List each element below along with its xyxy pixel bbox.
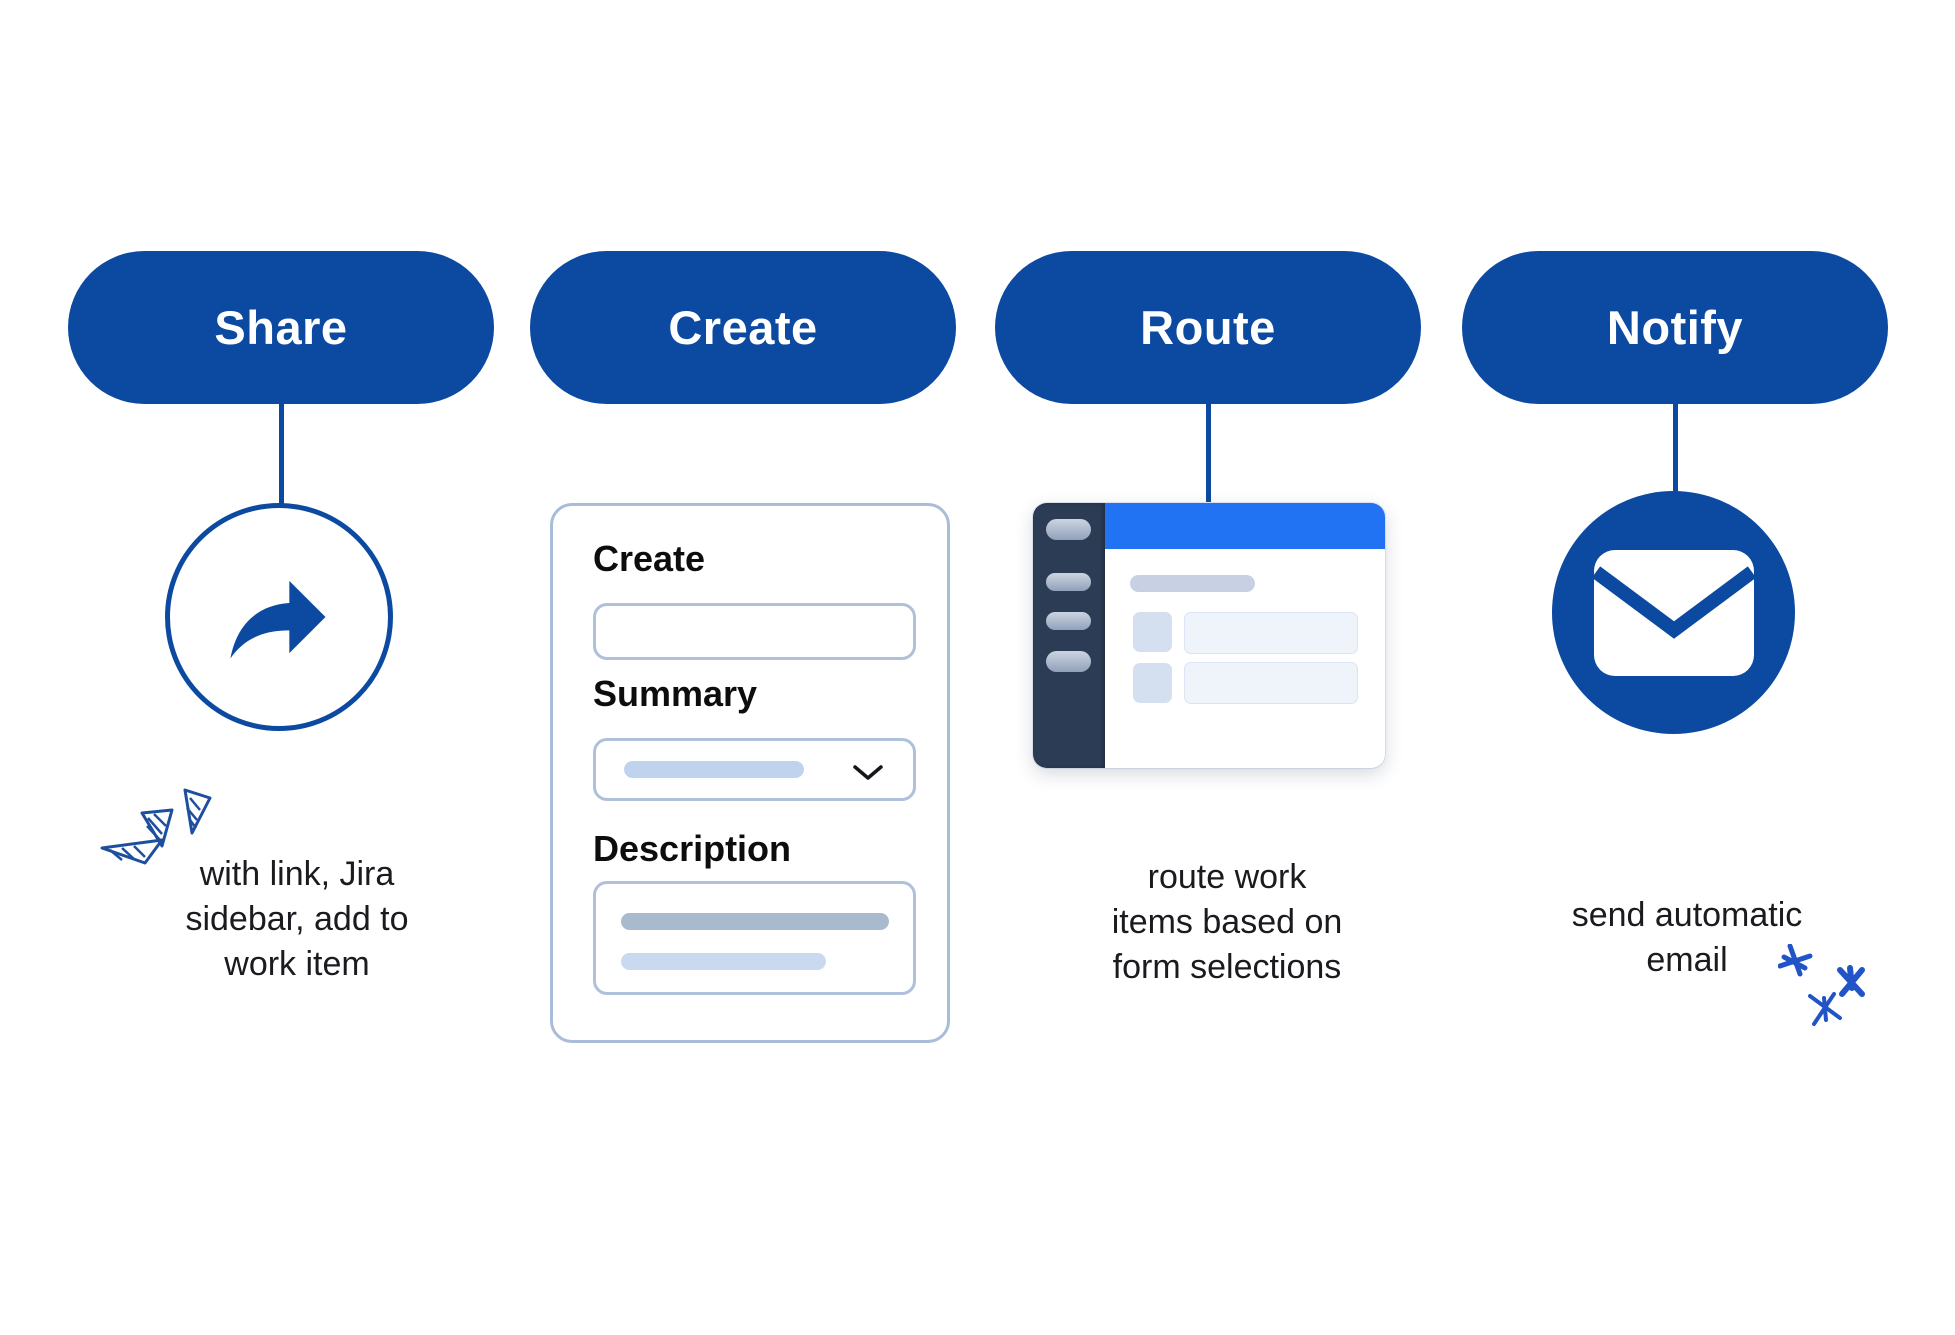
step-pill-route: Route	[995, 251, 1421, 404]
share-forward-icon	[230, 580, 326, 659]
window-field-row	[1185, 663, 1357, 703]
step-label-create: Create	[668, 301, 818, 354]
window-sidebar	[1033, 503, 1105, 768]
notify-circle-badge	[1552, 491, 1795, 734]
share-circle-badge	[165, 503, 393, 731]
caption-line: with link, Jira	[199, 855, 395, 893]
burst-triangles-doodle	[100, 788, 212, 865]
create-form-mockup: Create Summary Description	[550, 503, 950, 1043]
form-description-label: Description	[593, 828, 792, 869]
step-label-notify: Notify	[1606, 301, 1744, 354]
connector-notify	[1673, 403, 1678, 495]
sidebar-menu-pill	[1046, 573, 1091, 591]
route-caption: route work items based on form selection…	[1012, 855, 1442, 990]
chevron-down-icon	[853, 765, 883, 780]
caption-line: route work	[1147, 858, 1307, 896]
step-pill-create: Create	[530, 251, 956, 404]
connector-share	[279, 403, 284, 507]
step-label-share: Share	[214, 301, 348, 354]
caption-line: form selections	[1112, 948, 1342, 986]
window-field-chip	[1133, 663, 1172, 703]
share-caption: with link, Jira sidebar, add to work ite…	[97, 852, 497, 987]
form-summary-dropdown	[593, 738, 916, 801]
window-field-row	[1185, 613, 1357, 653]
form-title: Create	[593, 538, 706, 579]
sidebar-menu-pill	[1046, 519, 1091, 540]
caption-line: send automatic	[1571, 896, 1803, 934]
caption-line: items based on	[1111, 903, 1343, 941]
form-text-input	[593, 603, 916, 660]
textarea-line-bar	[621, 913, 889, 930]
notify-caption: send automatic email	[1477, 893, 1897, 983]
form-summary-label: Summary	[593, 673, 758, 714]
window-field-chip	[1133, 612, 1172, 652]
envelope-icon	[1593, 549, 1754, 676]
sparkle-stars-doodle	[1778, 944, 1865, 1026]
step-pill-notify: Notify	[1462, 251, 1888, 404]
caption-line: work item	[224, 945, 370, 983]
window-title-bar	[1130, 575, 1255, 592]
textarea-line-bar	[621, 953, 826, 970]
app-window-illustration	[1033, 503, 1385, 768]
step-pill-share: Share	[68, 251, 494, 404]
connector-route	[1206, 403, 1211, 507]
window-header-bar	[1105, 503, 1385, 549]
sidebar-menu-pill	[1046, 651, 1091, 672]
caption-line: email	[1646, 941, 1728, 979]
sidebar-menu-pill	[1046, 612, 1091, 630]
caption-line: sidebar, add to	[185, 900, 409, 938]
dropdown-placeholder-bar	[624, 761, 804, 778]
step-label-route: Route	[1140, 301, 1276, 354]
form-description-textarea	[593, 881, 916, 995]
